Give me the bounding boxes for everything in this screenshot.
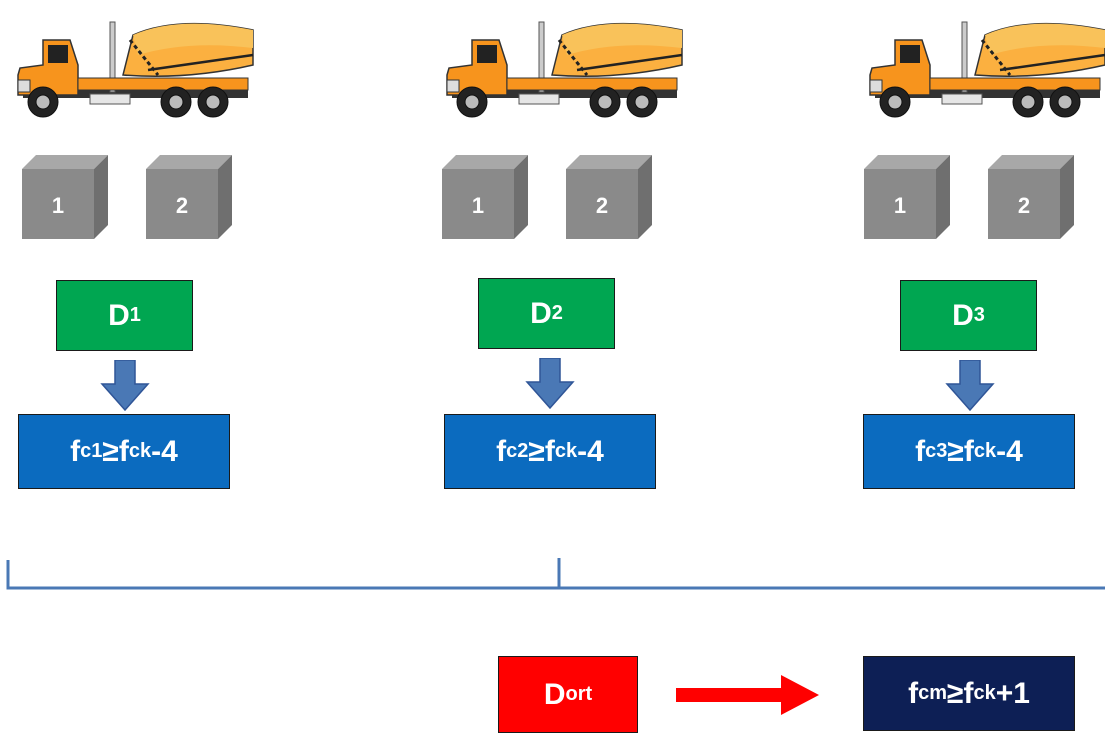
grouping-bracket	[6, 558, 1105, 590]
sample-cube: 1	[442, 155, 528, 241]
sample-label: D	[108, 298, 130, 332]
sample-subscript: 3	[973, 304, 985, 326]
cube-label: 2	[1017, 193, 1031, 218]
down-arrow-icon	[945, 360, 995, 412]
cube-label: 2	[175, 193, 189, 218]
cube-label: 1	[893, 193, 907, 218]
sample-label: D	[952, 298, 974, 332]
cube-label: 1	[51, 193, 65, 218]
down-arrow-icon	[100, 360, 150, 412]
sample-subscript: 1	[129, 304, 141, 326]
average-label: D	[543, 677, 566, 711]
sample-cube: 2	[566, 155, 652, 241]
right-arrow-icon	[676, 675, 819, 715]
sample-cube: 1	[864, 155, 950, 241]
cube-label: 2	[595, 193, 609, 218]
mixer-truck-icon	[860, 20, 1105, 120]
sample-cube: 2	[988, 155, 1074, 241]
sample-subscript: 2	[551, 302, 563, 324]
sample-cube: 2	[146, 155, 232, 241]
average-subscript: ort	[565, 683, 593, 705]
cube-label: 1	[471, 193, 485, 218]
sample-cube: 1	[22, 155, 108, 241]
mixer-truck-icon	[8, 20, 258, 120]
mixer-truck-icon	[437, 20, 687, 120]
sample-label: D	[530, 296, 552, 330]
down-arrow-icon	[525, 358, 575, 410]
